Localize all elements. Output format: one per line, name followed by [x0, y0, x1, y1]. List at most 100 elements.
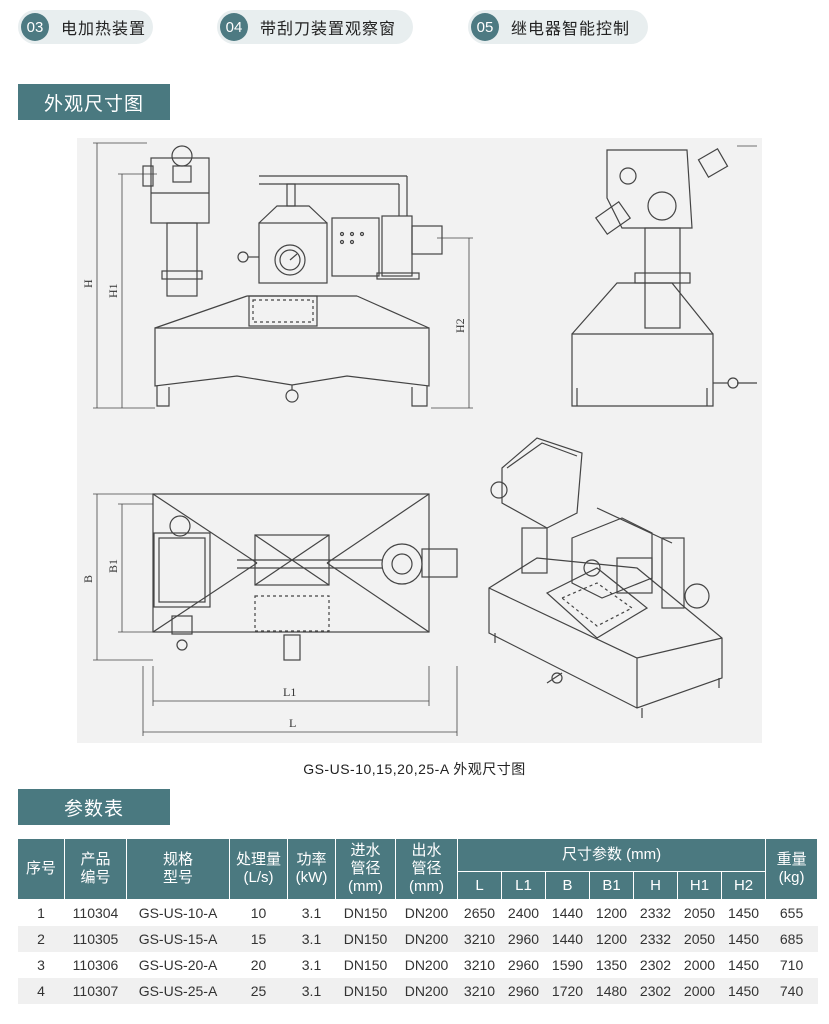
feature-number: 03 [21, 13, 49, 41]
table-cell: 110305 [64, 926, 127, 952]
dimension-drawing: H H1 H2 [77, 138, 762, 743]
table-cell: 2000 [677, 978, 722, 1004]
table-cell: 10 [229, 899, 288, 926]
table-cell: 4 [17, 978, 65, 1004]
table-cell: 2050 [677, 899, 722, 926]
table-cell: 3210 [457, 952, 502, 978]
col-header-index: 序号 [17, 838, 65, 900]
table-cell: 1450 [721, 899, 766, 926]
table-cell: 1450 [721, 978, 766, 1004]
col-header-flow: 处理量 (L/s) [229, 838, 288, 900]
table-cell: 2 [17, 926, 65, 952]
dimension-section-title: 外观尺寸图 [18, 84, 170, 120]
col-header-model: 规格 型号 [126, 838, 230, 900]
table-cell: 1 [17, 899, 65, 926]
table-cell: 3.1 [287, 926, 336, 952]
table-cell: 3210 [457, 978, 502, 1004]
table-cell: DN200 [395, 952, 458, 978]
col-header-size: B [545, 871, 590, 900]
params-table: 序号 产品 编号 规格 型号 处理量 (L/s) 功率 (kW) 进水 管径 (… [17, 838, 819, 1004]
isometric-view [488, 437, 723, 718]
col-header-size: H [633, 871, 678, 900]
table-cell: 110307 [64, 978, 127, 1004]
col-header-size: B1 [589, 871, 634, 900]
feature-number: 05 [471, 13, 499, 41]
col-header-outlet: 出水 管径 (mm) [395, 838, 458, 900]
dim-label-l1: L1 [283, 685, 296, 699]
feature-pill-05: 05 继电器智能控制 [468, 10, 648, 44]
table-cell: DN200 [395, 899, 458, 926]
table-cell: 740 [765, 978, 818, 1004]
table-cell: 2650 [457, 899, 502, 926]
dim-label-h1: H1 [106, 283, 120, 298]
table-cell: 15 [229, 926, 288, 952]
feature-label: 带刮刀装置观察窗 [260, 21, 397, 38]
table-cell: 25 [229, 978, 288, 1004]
table-cell: 710 [765, 952, 818, 978]
table-cell: 20 [229, 952, 288, 978]
table-cell: GS-US-20-A [126, 952, 230, 978]
table-cell: 1440 [545, 926, 590, 952]
table-cell: 1350 [589, 952, 634, 978]
table-cell: DN150 [335, 952, 396, 978]
table-cell: GS-US-15-A [126, 926, 230, 952]
table-cell: 1450 [721, 926, 766, 952]
col-header-size: L1 [501, 871, 546, 900]
table-cell: 1200 [589, 926, 634, 952]
col-header-power: 功率 (kW) [287, 838, 336, 900]
table-cell: 110304 [64, 899, 127, 926]
table-cell: 3.1 [287, 952, 336, 978]
top-view: B B1 L1 L [81, 493, 458, 736]
front-view: H H1 H2 [81, 142, 473, 409]
table-cell: 2050 [677, 926, 722, 952]
dim-label-h: H [81, 279, 95, 288]
table-cell: 2332 [633, 926, 678, 952]
dimension-drawing-svg: H H1 H2 [81, 142, 757, 736]
table-cell: GS-US-10-A [126, 899, 230, 926]
table-cell: 2000 [677, 952, 722, 978]
table-cell: 2960 [501, 978, 546, 1004]
side-view [571, 145, 757, 407]
table-cell: DN200 [395, 978, 458, 1004]
table-cell: DN150 [335, 926, 396, 952]
table-cell: 655 [765, 899, 818, 926]
table-cell: 1480 [589, 978, 634, 1004]
col-header-code: 产品 编号 [64, 838, 127, 900]
table-cell: 3.1 [287, 899, 336, 926]
dim-label-l: L [289, 716, 296, 730]
params-section-title: 参数表 [18, 789, 170, 825]
col-header-inlet: 进水 管径 (mm) [335, 838, 396, 900]
feature-pill-04: 04 带刮刀装置观察窗 [217, 10, 413, 44]
feature-number: 04 [220, 13, 248, 41]
table-cell: 1590 [545, 952, 590, 978]
table-cell: DN200 [395, 926, 458, 952]
dim-label-b: B [81, 575, 95, 583]
table-cell: DN150 [335, 978, 396, 1004]
col-header-weight: 重量 (kg) [765, 838, 819, 900]
col-header-size: H1 [677, 871, 722, 900]
dim-label-h2: H2 [453, 318, 467, 333]
table-cell: 2332 [633, 899, 678, 926]
table-cell: 110306 [64, 952, 127, 978]
table-cell: 2960 [501, 926, 546, 952]
table-cell: 3.1 [287, 978, 336, 1004]
table-cell: 1450 [721, 952, 766, 978]
table-cell: GS-US-25-A [126, 978, 230, 1004]
table-cell: 2302 [633, 952, 678, 978]
col-header-size-group: 尺寸参数 (mm) [456, 838, 767, 872]
dim-label-b1: B1 [106, 559, 120, 573]
drawing-caption: GS-US-10,15,20,25-A 外观尺寸图 [303, 761, 526, 777]
col-header-size: L [457, 871, 502, 900]
table-cell: 3 [17, 952, 65, 978]
table-cell: 2302 [633, 978, 678, 1004]
table-cell: 1200 [589, 899, 634, 926]
feature-label: 继电器智能控制 [511, 21, 631, 38]
feature-pill-03: 03 电加热装置 [18, 10, 153, 44]
table-cell: 2400 [501, 899, 546, 926]
table-cell: 3210 [457, 926, 502, 952]
